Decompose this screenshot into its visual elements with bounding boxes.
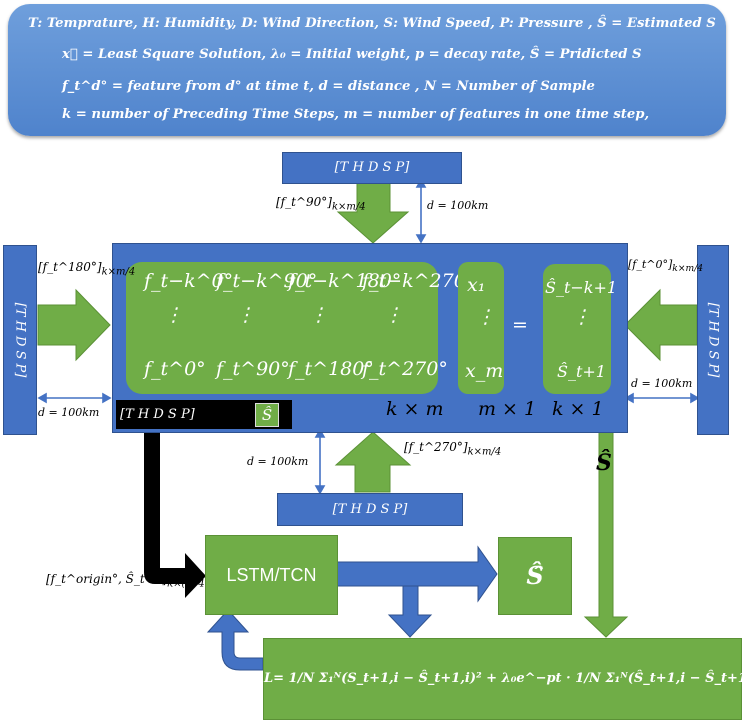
matrix-cell-0-0: f_t−k^0° [144, 270, 234, 292]
s-double-hat-label: Ŝ̂ [526, 561, 544, 590]
x-vector-top: x₁ [467, 274, 486, 296]
s-hat-vector-top: Ŝ_t−k+1 [545, 278, 618, 297]
feature-label-top-text: [f_t^90°] [276, 195, 332, 209]
feature-label-left-text: [f_t^180°] [38, 260, 102, 274]
legend-line-4: k = number of Preceding Time Steps, m = … [62, 107, 650, 122]
matrix-cell-1-1: f_t^90° [216, 358, 290, 380]
matrix-cell-1-3: f_t^270° [362, 358, 448, 380]
black-to-lstm-arrow [144, 432, 206, 598]
top-station: [T H D S P] [282, 152, 462, 184]
matrix-cell-0-3: f_t−k^270° [362, 270, 476, 292]
matrix-cell-1-2: f_t^180° [288, 358, 374, 380]
distance-label-left: d = 100km [38, 406, 100, 419]
left-station: [T H D S P] [3, 245, 37, 435]
matrix-cell-1-0: f_t^0° [144, 358, 206, 380]
feature-label-top-sub: k×m/4 [331, 201, 366, 213]
distance-arrows [37, 178, 700, 495]
lstm-to-loss-arrow [387, 585, 433, 638]
x-vector-dots: ⋮ [476, 306, 495, 328]
bottom-input-arrow [334, 431, 412, 493]
s-hat-label: Ŝ [596, 450, 612, 476]
right-station-tuple: [T H D S P] [705, 302, 721, 378]
feature-label-origin-sub: k×(m/4+1) [167, 578, 224, 590]
feature-label-origin-text: [f_t^origin°, Ŝ_t+1] [46, 572, 168, 586]
matrix-cell-0-2: f_t−k^180° [288, 270, 402, 292]
equals-sign: = [512, 314, 528, 336]
feature-matrix: f_t−k^0° f_t−k^90° f_t−k^180° f_t−k^270°… [126, 262, 475, 394]
matrix-cell-0-1: f_t−k^90° [216, 270, 318, 292]
feature-label-bottom: [f_t^270°]k×m/4 [404, 440, 501, 457]
right-station: [T H D S P] [697, 245, 729, 435]
legend-line-3: f_t^d° = feature from d° at time t, d = … [62, 79, 595, 94]
target-station-tuple: [T H D S P] [120, 407, 195, 422]
s-hat-vector-bottom: Ŝ_t+1 [557, 362, 606, 381]
distance-label-right: d = 100km [631, 377, 693, 390]
feature-label-right-text: [f_t^0°] [628, 258, 673, 271]
feature-label-left-sub: k×m/4 [101, 266, 136, 278]
bottom-station: [T H D S P] [277, 493, 463, 526]
s-double-hat-box: Ŝ̂ [498, 537, 572, 615]
distance-label-top: d = 100km [427, 199, 489, 212]
feature-label-origin: [f_t^origin°, Ŝ_t+1]k×(m/4+1) [46, 572, 223, 589]
feature-label-right-sub: k×m/4 [672, 263, 704, 275]
right-input-arrow [624, 288, 698, 362]
matrix-dots-1: ⋮ [164, 304, 183, 326]
loss-box: L= 1/N Σ₁ᴺ(S_t+1,i − Ŝ̂_t+1,i)² + λ₀e^−p… [263, 638, 743, 720]
feature-label-right: [f_t^0°]k×m/4 [628, 258, 703, 274]
target-station: [T H D S P] Ŝ [116, 400, 292, 429]
dim-x: m × 1 [478, 398, 537, 420]
legend-box: T: Temprature, H: Humidity, D: Wind Dire… [8, 4, 726, 136]
legend-line-1: T: Temprature, H: Humidity, D: Wind Dire… [28, 16, 716, 31]
bottom-station-tuple: [T H D S P] [332, 502, 408, 517]
distance-label-bottom: d = 100km [247, 455, 309, 468]
matrix-dots-4: ⋮ [384, 304, 403, 326]
feature-label-bottom-text: [f_t^270°] [404, 440, 468, 454]
dim-matrix: k × m [386, 398, 444, 420]
s-hat-vector-dots: ⋮ [572, 306, 591, 328]
top-station-tuple: [T H D S P] [334, 160, 410, 175]
left-station-tuple: [T H D S P] [12, 302, 28, 378]
left-input-arrow [37, 288, 111, 362]
loss-formula: L= 1/N Σ₁ᴺ(S_t+1,i − Ŝ̂_t+1,i)² + λ₀e^−p… [264, 671, 743, 686]
dim-s: k × 1 [552, 398, 604, 420]
feature-label-left: [f_t^180°]k×m/4 [38, 260, 135, 277]
estimate-to-loss-arrow [583, 431, 629, 638]
top-input-arrow [336, 181, 410, 244]
lstm-tcn-box: LSTM/TCN [205, 535, 338, 615]
feature-label-top: [f_t^90°]k×m/4 [276, 195, 366, 212]
matrix-dots-3: ⋮ [309, 304, 328, 326]
matrix-dots-2: ⋮ [236, 304, 255, 326]
legend-line-2: x⃗ = Least Square Solution, λ₀ = Initial… [62, 47, 642, 62]
x-vector-bottom: x_m [465, 360, 504, 382]
feature-label-bottom-sub: k×m/4 [467, 446, 502, 458]
feedback-arrow [206, 609, 264, 671]
lstm-output-arrow [335, 545, 498, 603]
x-vector: x₁ ⋮ x_m [458, 262, 504, 394]
s-hat-vector: Ŝ_t−k+1 ⋮ Ŝ_t+1 [543, 264, 617, 394]
lstm-tcn-label: LSTM/TCN [226, 565, 317, 585]
target-s-hat-badge: Ŝ [255, 403, 279, 427]
